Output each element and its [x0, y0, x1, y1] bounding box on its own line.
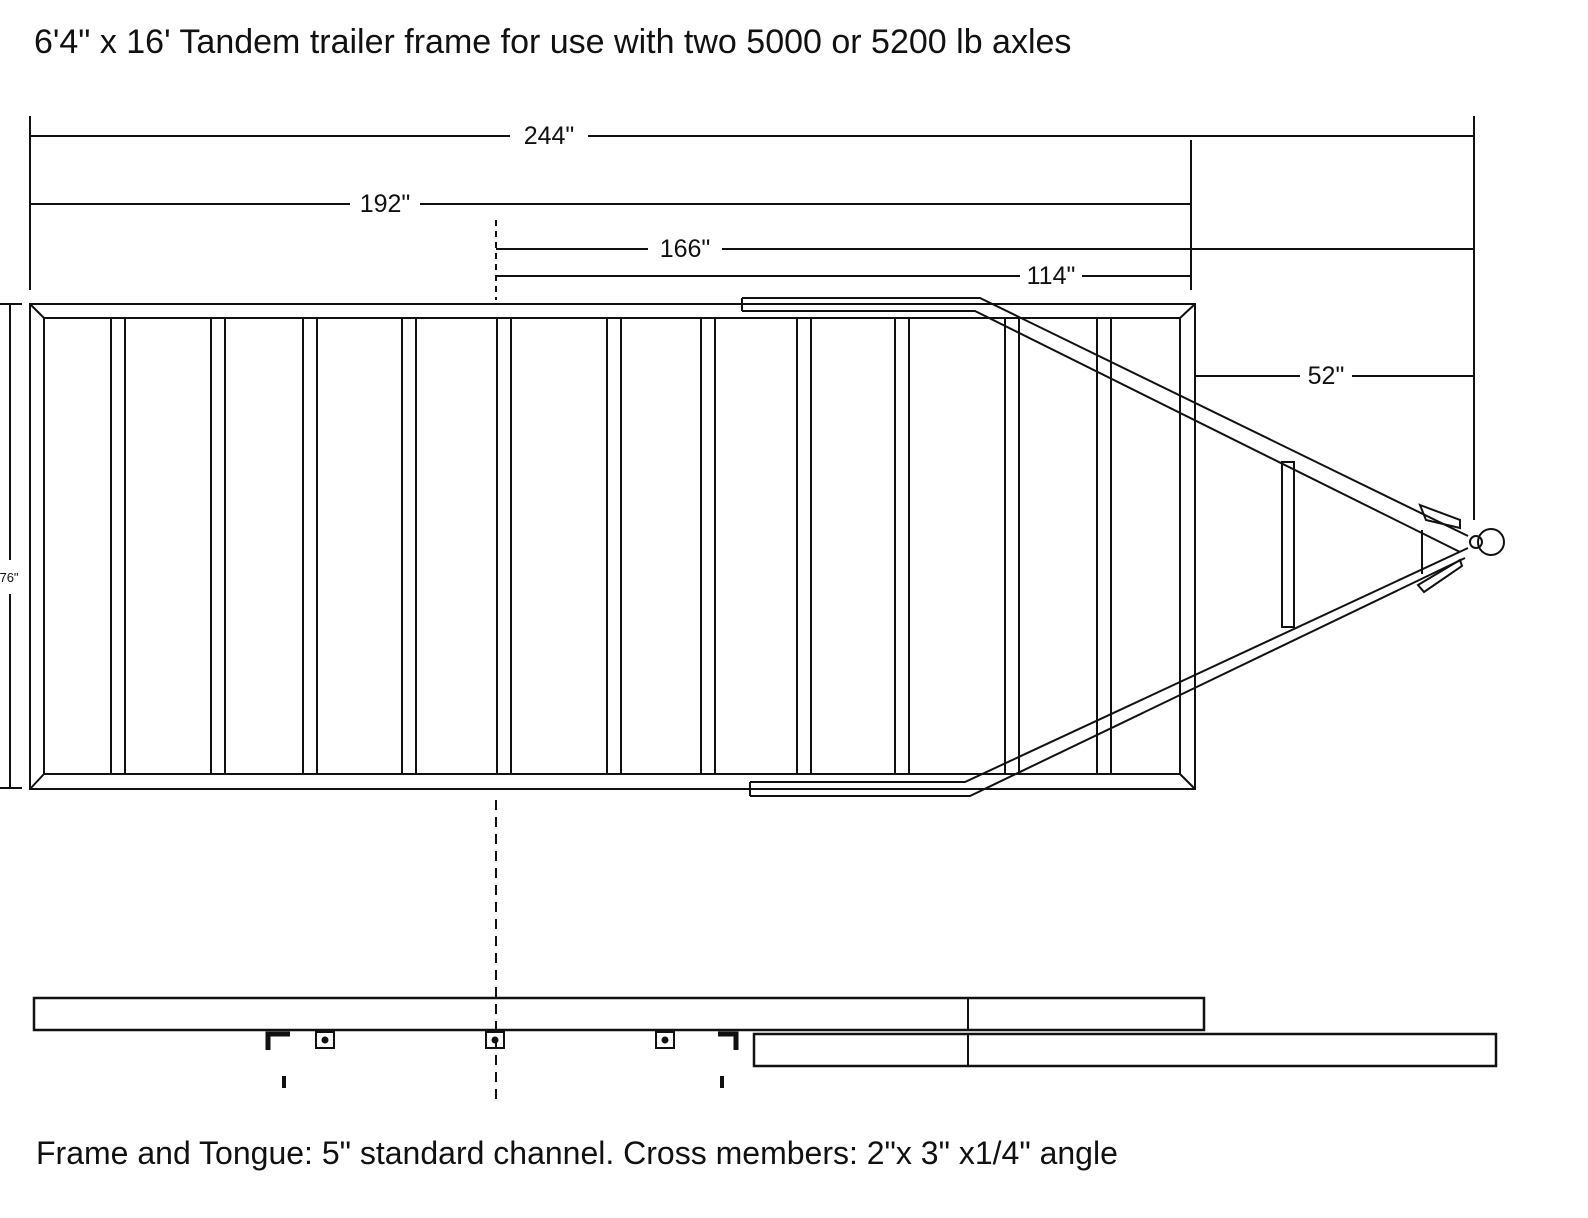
dimension-lines — [0, 116, 1475, 789]
dim-192-label: 192" — [360, 190, 411, 218]
side-view — [32, 996, 1498, 1088]
drawing-title: 6'4" x 16' Tandem trailer frame for use … — [34, 23, 1072, 61]
dim-114-label: 114" — [1027, 262, 1076, 290]
dim-244-label: 244" — [524, 122, 575, 150]
dim-52-label: 52" — [1308, 362, 1345, 390]
tongue — [741, 297, 1505, 797]
frame-perimeter — [29, 303, 1196, 790]
materials-caption: Frame and Tongue: 5" standard channel. C… — [36, 1135, 1118, 1171]
dim-76-label: 76" — [0, 570, 19, 585]
cross-members — [110, 317, 1112, 775]
dim-166-label: 166" — [660, 235, 711, 263]
